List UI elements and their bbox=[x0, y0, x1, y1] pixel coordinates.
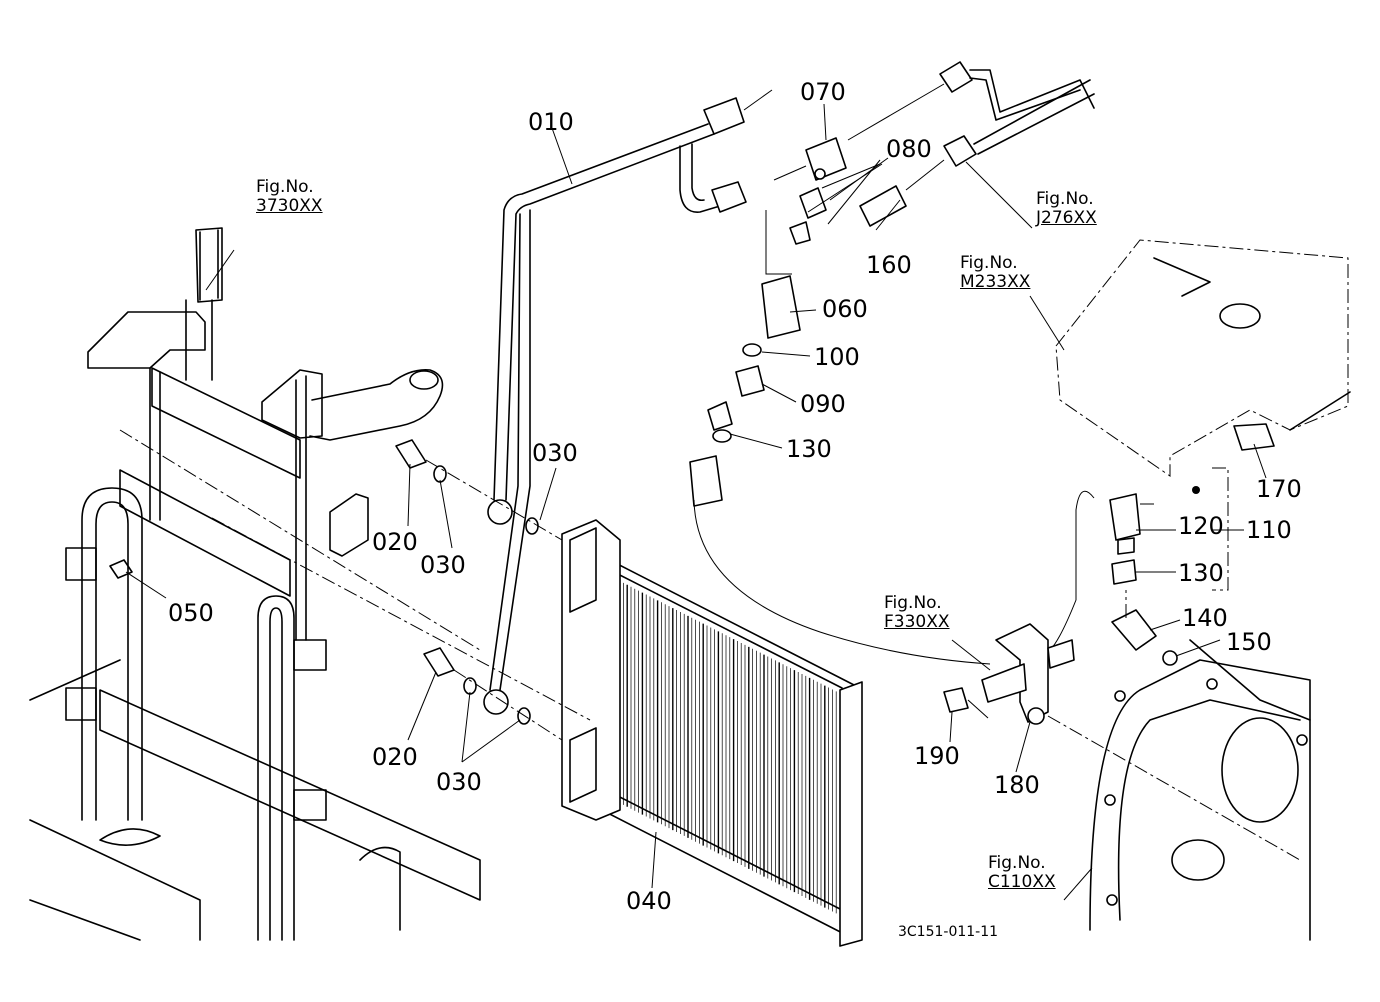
figure-ref-prefix: Fig.No. bbox=[1036, 189, 1094, 209]
part-label-130-lower: 130 bbox=[1178, 559, 1224, 587]
condenser-core bbox=[561, 519, 863, 947]
part-label-050: 050 bbox=[168, 599, 214, 627]
part-label-180: 180 bbox=[994, 771, 1040, 799]
part-label-060: 060 bbox=[822, 295, 868, 323]
part-label-020-lower: 020 bbox=[372, 743, 418, 771]
figure-ref-prefix: Fig.No. bbox=[960, 253, 1018, 273]
part-label-020-upper: 020 bbox=[372, 528, 418, 556]
figure-ref-code: M233XX bbox=[960, 271, 1031, 292]
cab-panel-outline bbox=[1055, 239, 1351, 477]
part-label-190: 190 bbox=[914, 742, 960, 770]
figure-ref-c110xx[interactable]: Fig.No. C110XX bbox=[988, 854, 1056, 891]
figure-ref-code: J276XX bbox=[1036, 207, 1097, 228]
figure-ref-prefix: Fig.No. bbox=[256, 177, 314, 197]
leader-lines bbox=[125, 103, 1267, 901]
part-label-110: 110 bbox=[1246, 516, 1292, 544]
figure-ref-j276xx[interactable]: Fig.No. J276XX bbox=[1036, 190, 1097, 227]
part-label-030-top: 030 bbox=[532, 439, 578, 467]
bolts-washers bbox=[395, 439, 539, 725]
part-label-040: 040 bbox=[626, 887, 672, 915]
frame-structure bbox=[29, 227, 481, 941]
center-lines bbox=[119, 429, 1301, 861]
part-label-100: 100 bbox=[814, 343, 860, 371]
part-label-140: 140 bbox=[1182, 604, 1228, 632]
figure-ref-code: C110XX bbox=[988, 871, 1056, 892]
part-label-070: 070 bbox=[800, 78, 846, 106]
figure-ref-f330xx[interactable]: Fig.No. F330XX bbox=[884, 594, 950, 631]
pipe-010 bbox=[483, 89, 773, 715]
part-label-150: 150 bbox=[1226, 628, 1272, 656]
rear-housing bbox=[1089, 639, 1311, 941]
part-label-120: 120 bbox=[1178, 512, 1224, 540]
part-label-160: 160 bbox=[866, 251, 912, 279]
part-label-030-lower: 030 bbox=[436, 768, 482, 796]
hose-fittings bbox=[1109, 467, 1229, 666]
part-label-080: 080 bbox=[886, 135, 932, 163]
figure-ref-code: F330XX bbox=[884, 611, 950, 632]
part-label-130-upper: 130 bbox=[786, 435, 832, 463]
part-label-030-mid: 030 bbox=[420, 551, 466, 579]
diagram-code: 3C151-011-11 bbox=[898, 924, 999, 940]
pipes-right bbox=[847, 61, 1095, 191]
figure-ref-prefix: Fig.No. bbox=[884, 593, 942, 613]
figure-ref-3730xx[interactable]: Fig.No. 3730XX bbox=[256, 178, 323, 215]
figure-ref-prefix: Fig.No. bbox=[988, 853, 1046, 873]
valve-fittings bbox=[689, 137, 1095, 665]
clamp-bracket bbox=[943, 623, 1075, 725]
part-label-170: 170 bbox=[1256, 475, 1302, 503]
figure-ref-m233xx[interactable]: Fig.No. M233XX bbox=[960, 254, 1030, 291]
part-label-090: 090 bbox=[800, 390, 846, 418]
figure-ref-code: 3730XX bbox=[256, 195, 323, 216]
part-label-010: 010 bbox=[528, 108, 574, 136]
